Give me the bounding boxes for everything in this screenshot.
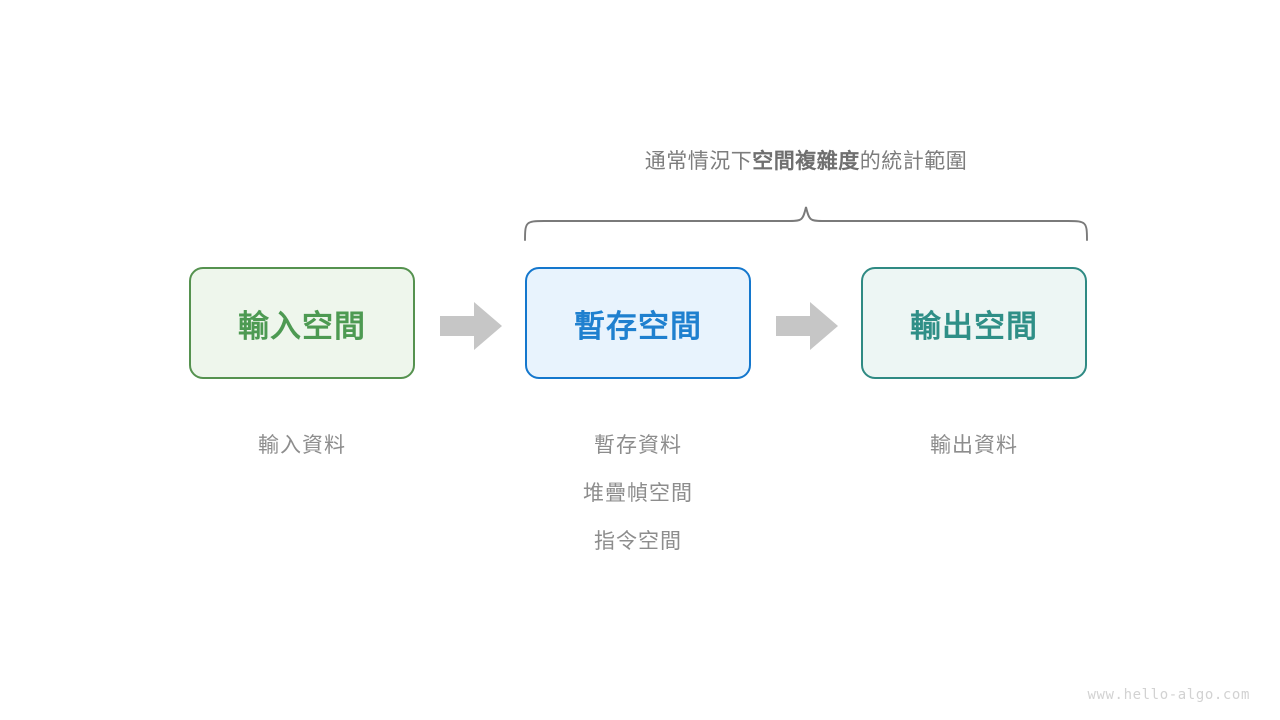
- input-space-label: 輸入空間: [238, 308, 366, 344]
- brace-caption-suffix: 的統計範圍: [859, 150, 968, 173]
- output-space-box: 輸出空間: [861, 267, 1087, 379]
- input-caption-group: 輸入資料: [189, 422, 415, 470]
- watermark: www.hello-algo.com: [1087, 687, 1250, 703]
- caption-line: 暫存資料: [594, 434, 682, 457]
- right-arrow-icon: [440, 302, 502, 350]
- output-space-label: 輸出空間: [910, 308, 1038, 344]
- input-space-box: 輸入空間: [189, 267, 415, 379]
- caption-line: 指令空間: [594, 530, 682, 553]
- temp-caption-group: 暫存資料 堆疊幀空間 指令空間: [525, 422, 751, 566]
- caption-line: 輸入資料: [258, 434, 346, 457]
- temp-space-box: 暫存空間: [525, 267, 751, 379]
- brace-caption-emphasis: 空間複雜度: [752, 150, 860, 173]
- caption-line: 堆疊幀空間: [583, 482, 693, 505]
- caption-line: 輸出資料: [930, 434, 1018, 457]
- output-caption-group: 輸出資料: [861, 422, 1087, 470]
- temp-space-label: 暫存空間: [574, 308, 702, 344]
- brace-caption-prefix: 通常情況下: [644, 150, 753, 173]
- curly-brace-icon: [524, 206, 1088, 241]
- right-arrow-icon: [776, 302, 838, 350]
